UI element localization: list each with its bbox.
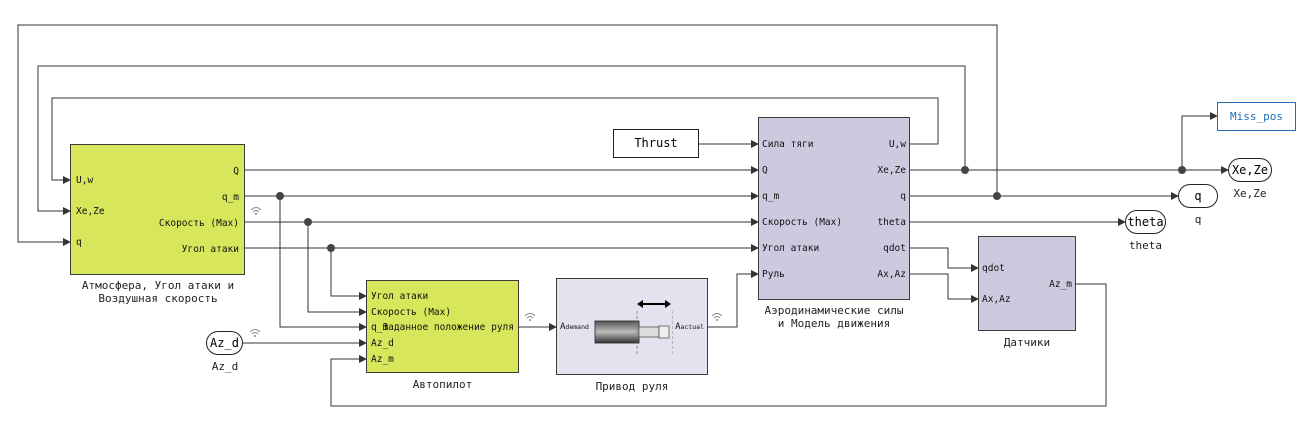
input-port-rudder: Руль: [762, 269, 785, 280]
output-port-qm: q_m: [221, 192, 239, 203]
az-d-caption: Az_d: [211, 360, 239, 373]
input-port-uw: U,w: [76, 175, 94, 186]
label-sub: demand: [565, 323, 589, 331]
output-port-q: q: [900, 191, 906, 202]
theta-terminal[interactable]: theta: [1125, 210, 1166, 234]
output-port-command: Заданное положение руля: [382, 322, 514, 333]
branch-aoa: [330, 248, 367, 300]
thrust-block[interactable]: Thrust: [613, 129, 699, 158]
feedback-line-xeze: [37, 65, 966, 215]
output-port-aoa: Угол атаки: [181, 244, 239, 255]
double-arrow-icon: [637, 300, 671, 308]
sensors-block[interactable]: qdot Ax,Az Az_m: [978, 236, 1076, 331]
miss-pos-block[interactable]: Miss_pos: [1217, 102, 1296, 131]
output-port-axaz: Ax,Az: [877, 269, 906, 280]
junction-dot: [304, 218, 312, 226]
input-port-speed: Скорость (Max): [371, 307, 452, 318]
thrust-label: Thrust: [634, 136, 678, 150]
autopilot-caption: Автопилот: [412, 378, 473, 391]
input-port-axaz: Ax,Az: [982, 294, 1011, 305]
actuator-input-label: Ademand: [560, 322, 589, 333]
input-port-azm: Az_m: [371, 354, 394, 365]
branch-qm: [279, 196, 367, 331]
caption-line: Атмосфера, Угол атаки и: [81, 279, 235, 292]
caption-line: и Модель движения: [777, 317, 891, 330]
line-rudder: [708, 270, 759, 328]
q-caption: q: [1194, 213, 1202, 226]
input-port-qm: q_m: [371, 322, 389, 333]
autopilot-block[interactable]: Угол атаки Скорость (Max) q_m Az_d Az_m …: [366, 280, 519, 373]
output-port-speed: Скорость (Max): [158, 218, 239, 229]
az-d-terminal[interactable]: Az_d: [206, 331, 243, 355]
input-port-qm: q_m: [762, 191, 780, 202]
theta-caption: theta: [1128, 239, 1163, 252]
actuator-output-label: Aactual: [675, 322, 704, 333]
q-terminal[interactable]: q: [1178, 184, 1218, 208]
output-port-azm: Az_m: [1049, 279, 1072, 290]
input-port-xeze: Xe,Ze: [76, 206, 105, 217]
junction-dot: [1178, 166, 1186, 174]
wifi-icon: [249, 329, 261, 337]
input-port-Q: Q: [762, 165, 768, 176]
output-port-qdot: qdot: [883, 243, 906, 254]
output-port-Q: Q: [233, 166, 239, 177]
input-port-thrust: Сила тяги: [762, 139, 814, 150]
junction-dot: [993, 192, 1001, 200]
caption-line: Аэродинамические силы: [764, 304, 904, 317]
line-qdot: [910, 247, 979, 272]
miss-pos-label: Miss_pos: [1230, 110, 1283, 123]
junction-dot: [961, 166, 969, 174]
actuator-block[interactable]: Ademand Aactual: [556, 278, 708, 375]
input-port-azd: Az_d: [371, 338, 394, 349]
wifi-icon: [524, 313, 536, 321]
wifi-icon: [250, 207, 262, 215]
output-port-xeze: Xe,Ze: [877, 165, 906, 176]
feedback-line-q: [17, 24, 998, 246]
feedback-line-uw: [51, 97, 939, 184]
atmosphere-block[interactable]: U,w Xe,Ze q Q q_m Скорость (Max) Угол ат…: [70, 144, 245, 275]
caption-line: Воздушная скорость: [98, 292, 218, 305]
actuator-caption: Привод руля: [595, 380, 669, 393]
label-sub: actual: [680, 323, 704, 331]
sensors-caption: Датчики: [1003, 336, 1051, 349]
aero-caption: Аэродинамические силы и Модель движения: [734, 304, 934, 330]
wifi-icon: [711, 313, 723, 321]
line-azm: [330, 283, 1107, 407]
xeze-caption: Xe,Ze: [1233, 187, 1267, 200]
aero-block[interactable]: Сила тяги Q q_m Скорость (Max) Угол атак…: [758, 117, 910, 300]
label-main: A: [560, 322, 566, 332]
actuator-cylinder-icon: [594, 300, 673, 355]
output-port-uw: U,w: [888, 139, 906, 150]
input-port-q: q: [76, 237, 82, 248]
line-missbranch: [1181, 112, 1218, 170]
input-port-qdot: qdot: [982, 263, 1005, 274]
branch-speed: [307, 222, 367, 316]
atmosphere-caption: Атмосфера, Угол атаки и Воздушная скорос…: [58, 279, 258, 305]
input-port-aoa: Угол атаки: [371, 291, 429, 302]
label-main: A: [675, 322, 681, 332]
xeze-terminal[interactable]: Xe,Ze: [1228, 158, 1272, 182]
line-axaz: [910, 273, 979, 303]
input-port-aoa: Угол атаки: [762, 243, 820, 254]
junction-dot: [327, 244, 335, 252]
output-port-theta: theta: [877, 217, 906, 228]
junction-dot: [276, 192, 284, 200]
input-port-speed: Скорость (Max): [762, 217, 843, 228]
